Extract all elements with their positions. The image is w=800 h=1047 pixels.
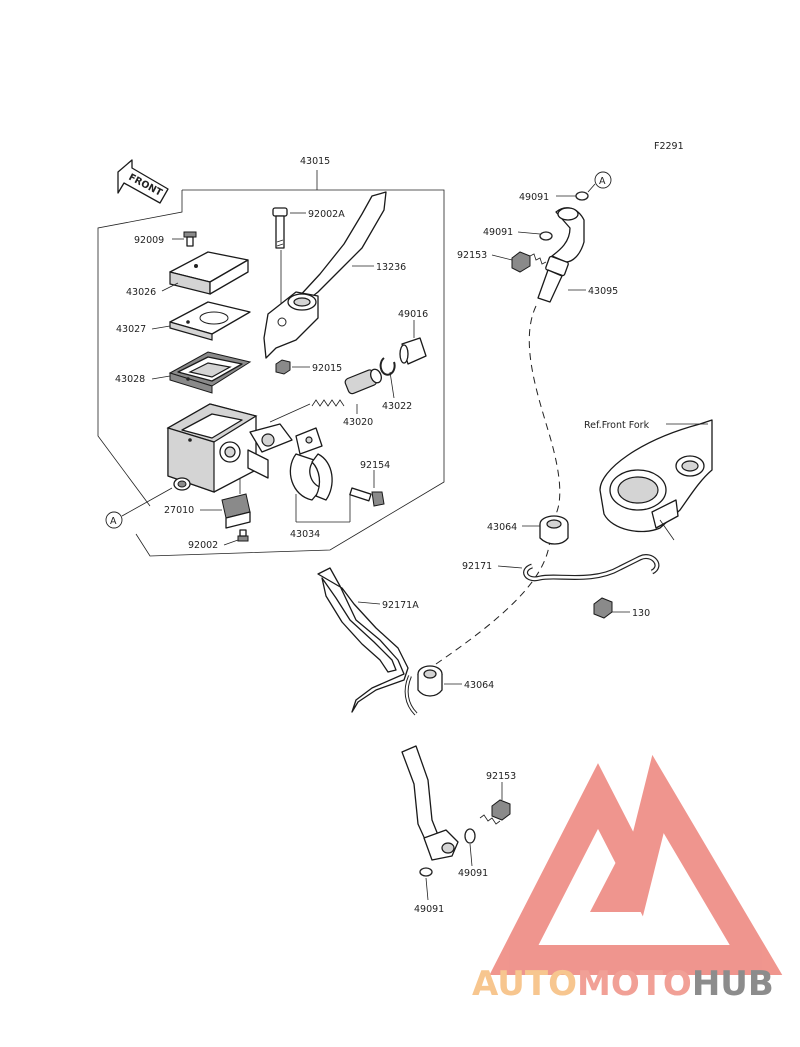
washer-49091-c bbox=[464, 828, 476, 844]
bolt-130 bbox=[593, 597, 613, 619]
ref-front-fork-label: Ref.Front Fork bbox=[584, 420, 650, 431]
bracket-92171A bbox=[317, 567, 418, 716]
switch-27010 bbox=[221, 478, 251, 529]
ref-marker-a-right-label: A bbox=[599, 176, 606, 187]
label-92009: 92009 bbox=[134, 235, 164, 246]
label-13236: 13236 bbox=[376, 262, 406, 273]
grommet-43064-a bbox=[539, 515, 569, 545]
label-43064-a: 43064 bbox=[487, 522, 517, 533]
front-arrow-icon: FRONT bbox=[117, 159, 169, 204]
label-49016: 49016 bbox=[398, 309, 428, 320]
label-92154: 92154 bbox=[360, 460, 390, 471]
label-92015: 92015 bbox=[312, 363, 342, 374]
label-49091-b: 49091 bbox=[483, 227, 513, 238]
bolt-92154 bbox=[349, 487, 385, 507]
label-43034: 43034 bbox=[290, 529, 320, 540]
watermark-text: AUTOMOTOHUB bbox=[472, 964, 774, 1004]
screw-92002 bbox=[237, 529, 249, 542]
lever-13236 bbox=[263, 191, 387, 359]
hose-path bbox=[528, 305, 561, 515]
circlip-43022 bbox=[379, 357, 396, 376]
label-43020: 43020 bbox=[343, 417, 373, 428]
hose-path-lower bbox=[435, 537, 551, 665]
washer-49091-b bbox=[539, 231, 553, 241]
label-49091-d: 49091 bbox=[414, 904, 444, 915]
label-43028: 43028 bbox=[115, 374, 145, 385]
label-43095: 43095 bbox=[588, 286, 618, 297]
boot-49016 bbox=[399, 337, 427, 365]
clamp-92171 bbox=[523, 554, 660, 582]
ref-marker-a-left bbox=[105, 511, 123, 529]
label-92171: 92171 bbox=[462, 561, 492, 572]
plate-43027 bbox=[169, 301, 251, 341]
banjo-bolt-92153-b bbox=[479, 799, 511, 825]
screw-92009 bbox=[183, 231, 197, 247]
label-49091-c: 49091 bbox=[458, 868, 488, 879]
label-92153-a: 92153 bbox=[457, 250, 487, 261]
ref-marker-a-left-label: A bbox=[110, 516, 117, 527]
washer-49091-d bbox=[419, 867, 433, 877]
label-43064-b: 43064 bbox=[464, 680, 494, 691]
label-43026: 43026 bbox=[126, 287, 156, 298]
cap-43026 bbox=[169, 251, 249, 295]
hose-lower bbox=[401, 745, 459, 861]
front-fork-bracket bbox=[599, 419, 713, 541]
label-27010: 27010 bbox=[164, 505, 194, 516]
label-92171A: 92171A bbox=[382, 600, 419, 611]
label-92153-b: 92153 bbox=[486, 771, 516, 782]
label-43015: 43015 bbox=[300, 156, 330, 167]
label-49091-a: 49091 bbox=[519, 192, 549, 203]
watermark-part1: AUTO bbox=[472, 964, 577, 1004]
label-43022: 43022 bbox=[382, 401, 412, 412]
clamp-43034 bbox=[289, 427, 333, 501]
master-cylinder-body bbox=[166, 403, 293, 493]
hose-43095 bbox=[537, 207, 585, 303]
svg-text:AUTOMOTOHUB: AUTOMOTOHUB bbox=[472, 964, 774, 1004]
ref-marker-a-right bbox=[594, 171, 612, 189]
piston-43020 bbox=[311, 368, 382, 407]
banjo-bolt-92153-a bbox=[511, 251, 547, 273]
label-92002A: 92002A bbox=[308, 209, 345, 220]
watermark-part3: HUB bbox=[692, 964, 774, 1004]
watermark-part2: MOTO bbox=[577, 964, 692, 1004]
figure-code: F2291 bbox=[654, 141, 684, 152]
washer-49091-a bbox=[575, 191, 589, 201]
label-43027: 43027 bbox=[116, 324, 146, 335]
grommet-43064-b bbox=[417, 665, 443, 697]
bolt-92002A bbox=[272, 207, 288, 249]
diaphragm-43028 bbox=[168, 351, 252, 394]
watermark-logo-icon bbox=[489, 754, 783, 975]
nut-92015 bbox=[275, 359, 291, 375]
label-130: 130 bbox=[632, 608, 650, 619]
label-92002: 92002 bbox=[188, 540, 218, 551]
